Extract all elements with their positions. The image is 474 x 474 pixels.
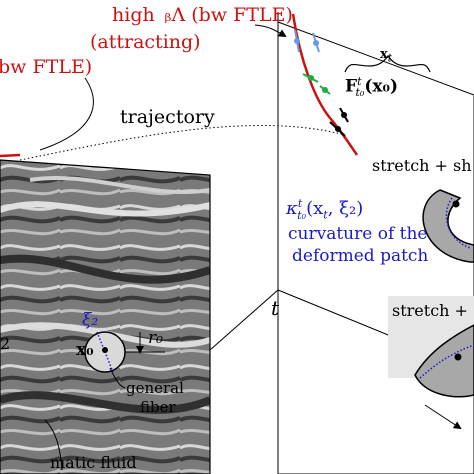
label-pointer-right: [254, 24, 287, 38]
general-label: general: [126, 379, 184, 397]
time-panel: [277, 21, 474, 474]
stretch-shear-label: stretch + sh: [372, 156, 472, 175]
flow-map-brace: [344, 55, 431, 73]
r0-label: r₀: [148, 328, 163, 348]
trajectory-path: [19, 125, 346, 161]
curvature-line1: curvature of the: [288, 224, 428, 244]
attracting-trajectory: [291, 13, 359, 156]
high-ftle-label: high ᵦΛ (bw FTLE): [112, 4, 293, 26]
nematic-fluid-image: [0, 160, 210, 474]
time-axis-label: t: [271, 296, 280, 320]
curvature-symbol: κtt₀(xt, ξ₂): [286, 197, 364, 222]
label-pointer-left: [39, 77, 94, 151]
deformed-patch-elongated: [414, 324, 474, 430]
deformed-patch-curved: [422, 189, 474, 263]
nematic-fluid-label: matic fluid: [50, 453, 137, 472]
trajectory-label: trajectory: [120, 106, 215, 128]
bw-ftle-left-label: bw FTLE): [0, 56, 93, 78]
stretch-plus-label: stretch +: [392, 301, 468, 320]
xi2-label: ξ₂: [82, 310, 99, 330]
x0-label: x₀: [76, 340, 94, 360]
flow-map-label: Ftt₀(x₀): [345, 75, 399, 100]
ftle-ridge-segment: [0, 153, 21, 158]
xt-label: xt: [380, 47, 393, 65]
connector-line: [209, 289, 279, 351]
fiber-label: fiber: [140, 398, 176, 416]
attracting-label: (attracting): [90, 31, 201, 53]
initial-patch: [44, 331, 165, 471]
curvature-line2: deformed patch: [292, 246, 429, 266]
image-plane-border: [0, 159, 211, 474]
side-index-label: 2: [0, 334, 11, 353]
fiber-markers: [294, 29, 349, 137]
